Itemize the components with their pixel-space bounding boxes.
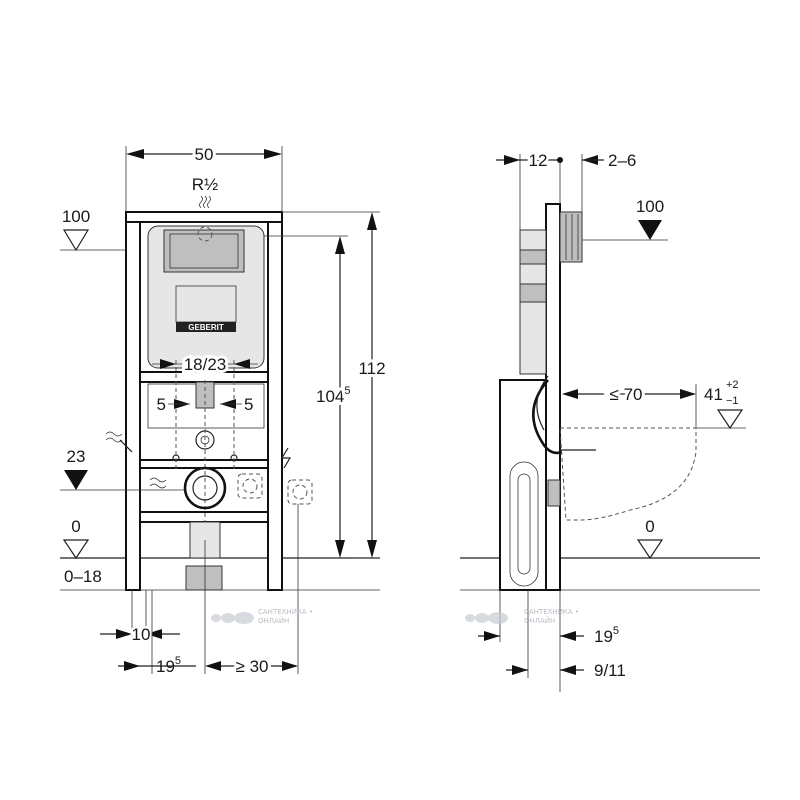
side-lower-frame [499,379,547,591]
front-view: GEBERIT 50 [60,142,389,679]
side-dim-bowl-height: 41 [704,385,723,404]
frame-right-upright [267,211,283,591]
dim-min-gap: ≥ 30 [236,657,269,676]
watermark-side: САНТЕХНИКА • ОНЛАЙН [465,608,579,625]
flush-plate-opening [163,229,245,273]
side-dim-range: 2–6 [608,151,636,170]
dim-offset-right: 5 [244,395,253,414]
side-frame-upright [545,203,561,591]
drain-outlet [183,466,227,510]
floor-range: 0–18 [64,567,102,586]
dim-offset-left: 5 [157,395,166,414]
power-box-inner [237,473,263,499]
wc-bowl [559,427,697,521]
frame-top-bar [125,211,283,223]
frame-crossbar-bottom [139,511,269,523]
svg-text:ОНЛАЙН: ОНЛАЙН [524,616,555,625]
dim-bolt-spacing: 18/23 [184,355,227,374]
side-dim-wall-range: 9/11 [594,661,626,680]
brand-plate [176,322,236,332]
svg-text:+2: +2 [726,379,739,391]
level-23: 23 [67,447,86,466]
side-level-0: 0 [645,517,654,536]
svg-text:−1: −1 [726,395,739,407]
dim-bottom-offset: 195 [156,655,181,676]
svg-text:ОНЛАЙН: ОНЛАЙН [258,616,289,625]
power-box-outer [287,479,313,505]
side-dim-bowl-depth: ≤ 70 [610,385,643,404]
level-0: 0 [71,517,80,536]
svg-text:САНТЕХНИКА •: САНТЕХНИКА • [524,608,579,616]
side-dim-depth: 12 [529,151,548,170]
dim-width: 50 [195,145,214,164]
side-dim-bottom-offset: 195 [594,625,619,646]
side-view: 12 2–6 100 ≤ 70 41 +2 −1 0 195 [460,149,760,692]
watermark-front: САНТЕХНИКА • ОНЛАЙН [211,608,313,625]
brand-label: GEBERIT [188,323,224,332]
flush-block [559,211,583,263]
dim-inner-height: 1045 [316,385,351,406]
side-level-100: 100 [636,197,664,216]
level-100: 100 [62,207,90,226]
svg-text:САНТЕХНИКА •: САНТЕХНИКА • [258,608,313,616]
dim-total-height: 112 [358,359,385,378]
water-inlet [197,226,213,242]
dim-inlet: R½ [192,175,218,194]
frame-left-upright [125,211,141,591]
dim-leg-width: 10 [132,625,151,644]
